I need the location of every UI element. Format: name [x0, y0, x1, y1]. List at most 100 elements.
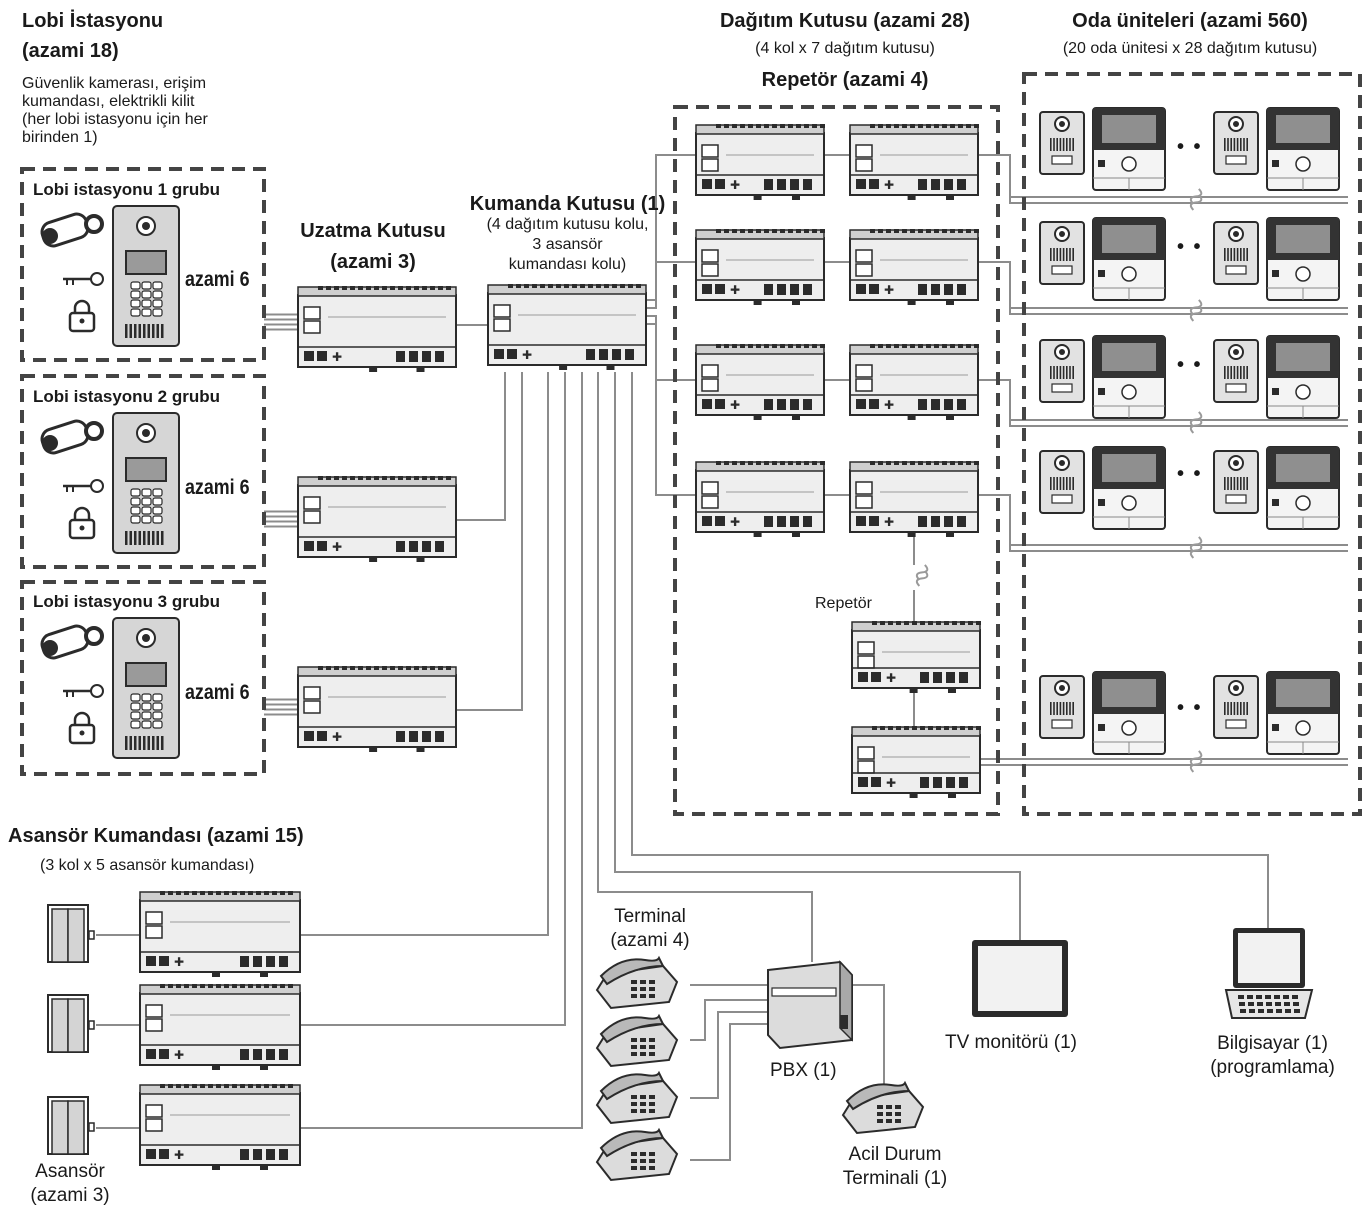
control-to-pbx-wire — [597, 372, 813, 962]
svg-text:✚: ✚ — [886, 776, 896, 790]
rooms-ellipsis: • • — [1177, 463, 1203, 485]
repeater-box: ✚ — [851, 726, 981, 798]
security-camera-icon — [40, 212, 104, 248]
lobby-group-2-frame — [20, 374, 266, 569]
lobby-note-line: kumandası, elektrikli kilit — [22, 93, 195, 110]
pbx-to-terminal-wire — [690, 1023, 768, 1161]
distribution-to-room-wire — [1009, 155, 1348, 204]
svg-text:✚: ✚ — [174, 1148, 184, 1162]
distribution-box: ✚ — [849, 344, 979, 420]
rooms-ellipsis: • • — [1177, 136, 1203, 158]
security-camera-icon — [40, 624, 104, 660]
lobby-max: (azami 18) — [22, 40, 119, 62]
rooms-ellipsis: • • — [1177, 236, 1203, 258]
access-key-icon — [63, 479, 104, 493]
security-camera-icon — [40, 419, 104, 455]
room-unit — [1213, 107, 1340, 191]
extension-to-control-wire — [456, 372, 523, 711]
rooms-ellipsis: • • — [1177, 354, 1203, 376]
cable-break-mark — [1189, 750, 1203, 767]
pbx-label: PBX (1) — [770, 1060, 837, 1081]
control-sub-line: 3 asansör — [532, 236, 603, 253]
svg-text:✚: ✚ — [522, 348, 532, 362]
elevator-label: Asansör (azami 3) — [10, 1160, 130, 1208]
control-box: ✚ — [487, 284, 647, 370]
rooms-title: Oda üniteleri (azami 560) — [1072, 10, 1308, 32]
pbx-to-terminal-wire — [690, 999, 768, 1041]
room-unit — [1039, 217, 1166, 301]
pc-label: Bilgisayar (1) (programlama) — [1190, 1032, 1355, 1080]
elevator-label-line: Asansör — [35, 1161, 105, 1182]
lobby-group-3-frame — [20, 580, 266, 776]
svg-text:✚: ✚ — [884, 398, 894, 412]
distribution-box: ✚ — [849, 124, 979, 200]
elevator-control-wire — [300, 372, 549, 936]
extension-max: (azami 3) — [330, 251, 416, 273]
control-to-tv-wire — [614, 372, 1021, 940]
computer-icon — [1224, 928, 1314, 1019]
elevator-icon — [47, 1096, 95, 1155]
lobby-group-3-count: azami 6 — [185, 681, 250, 704]
rooms-sub: (20 oda ünitesi x 28 dağıtım kutusu) — [1062, 40, 1318, 57]
cable-break-mark — [1189, 542, 1203, 559]
svg-text:✚: ✚ — [332, 350, 342, 364]
lobby-group-1-label: Lobi istasyonu 1 grubu — [33, 180, 221, 199]
distribution-title: Dağıtım Kutusu (azami 28) — [719, 10, 971, 32]
lobby-note-line: (her lobi istasyonu için her — [22, 111, 208, 128]
svg-text:✚: ✚ — [886, 671, 896, 685]
pc-label-line: (programlama) — [1210, 1057, 1335, 1078]
lobby-title: Lobi İstasyonu — [22, 10, 164, 32]
cable-break-mark — [1189, 305, 1203, 322]
terminal-phone-icon — [595, 1070, 679, 1125]
elevator-label-line: (azami 3) — [30, 1185, 110, 1206]
elevator-control-box: ✚ — [139, 891, 301, 977]
control-to-distribution-wire — [646, 154, 696, 301]
access-key-icon — [63, 272, 104, 286]
distribution-box: ✚ — [695, 344, 825, 420]
elevator-control-title: Asansör Kumandası (azami 15) — [8, 825, 304, 847]
elevator-icon — [47, 904, 95, 963]
cable-break-mark — [1189, 417, 1203, 434]
cable-break-mark — [915, 570, 929, 587]
distribution-box: ✚ — [695, 461, 825, 537]
distribution-box: ✚ — [695, 124, 825, 200]
control-to-pc-wire — [631, 372, 1269, 928]
lobby-note: Güvenlik kamerası, erişim kumandası, ele… — [22, 75, 208, 147]
svg-text:✚: ✚ — [884, 515, 894, 529]
distribution-sub: (4 kol x 7 dağıtım kutusu) — [755, 40, 935, 57]
terminal-phone-icon — [595, 1127, 679, 1182]
room-unit — [1213, 217, 1340, 301]
room-unit — [1039, 446, 1166, 530]
emergency-label-line: Acil Durum — [848, 1144, 942, 1165]
distribution-to-room-wire — [1009, 262, 1348, 315]
lobby-station — [112, 412, 180, 554]
svg-text:✚: ✚ — [332, 540, 342, 554]
lobby-station — [112, 617, 180, 759]
extension-box: ✚ — [297, 666, 457, 752]
repeater-title: Repetör (azami 4) — [761, 69, 929, 91]
elevator-control-box: ✚ — [139, 984, 301, 1070]
cable-break-mark — [1189, 188, 1203, 205]
extension-title: Uzatma Kutusu — [300, 220, 446, 242]
terminal-phone-icon — [595, 1013, 679, 1068]
control-sub: (4 dağıtım kutusu kolu, 3 asansör kumand… — [460, 215, 675, 275]
terminal-label-line: Terminal — [614, 906, 686, 927]
distribution-box: ✚ — [849, 461, 979, 537]
terminal-label-line: (azami 4) — [610, 930, 690, 951]
cable-break-mark — [1189, 536, 1203, 553]
svg-text:✚: ✚ — [884, 283, 894, 297]
extension-to-control-wire — [456, 372, 506, 521]
repeater-box: ✚ — [851, 621, 981, 693]
elevator-control-wire — [300, 372, 583, 1129]
emergency-label: Acil Durum Terminali (1) — [820, 1143, 970, 1191]
room-unit — [1039, 335, 1166, 419]
rooms-ellipsis: • • — [1177, 697, 1203, 719]
svg-text:✚: ✚ — [332, 730, 342, 744]
terminal-label: Terminal (azami 4) — [590, 905, 710, 953]
emergency-phone-icon — [841, 1080, 925, 1135]
room-unit — [1213, 446, 1340, 530]
cable-break-mark — [1189, 194, 1203, 211]
electric-lock-icon — [68, 711, 96, 745]
access-key-icon — [63, 684, 104, 698]
